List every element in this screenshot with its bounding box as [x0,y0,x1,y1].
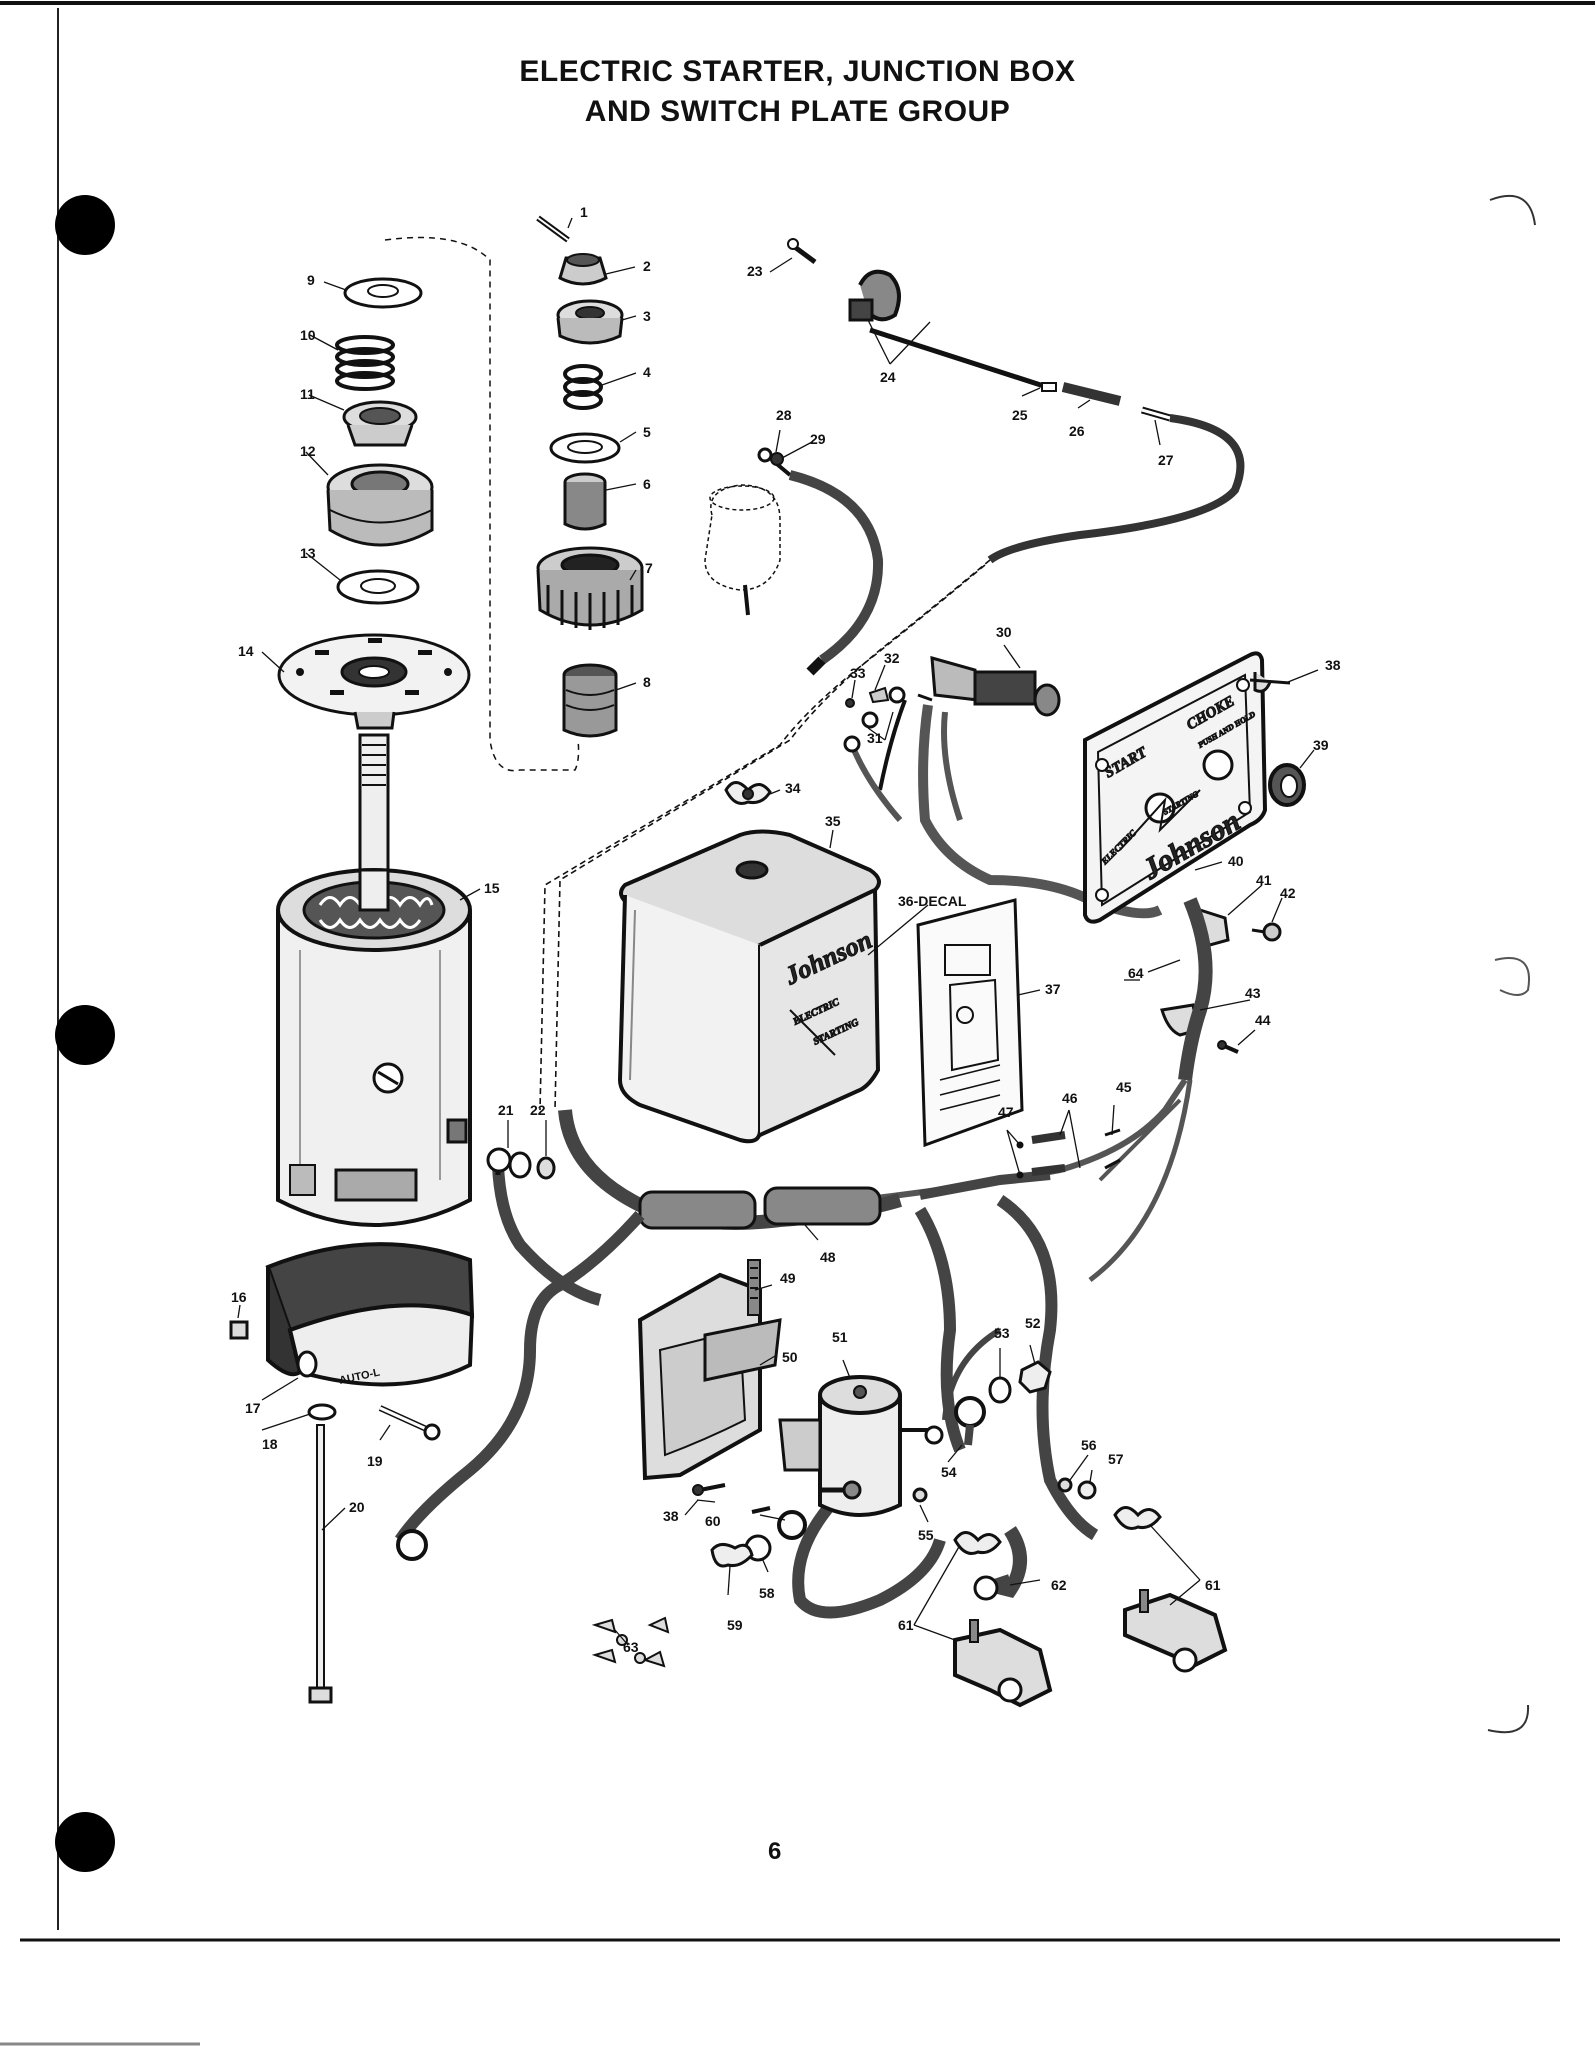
callout-30: 30 [996,624,1012,640]
callout-57: 57 [1108,1451,1124,1467]
callout-25: 25 [1012,407,1028,423]
battery-clamps [591,1506,1228,1708]
coil-and-ground-lead [704,447,884,676]
callout-23: 23 [747,263,763,279]
title-line-2: AND SWITCH PLATE GROUP [584,95,1011,128]
callout-16: 16 [231,1289,247,1305]
page-number: 6 [768,1838,782,1865]
callout-8: 8 [643,674,651,690]
callout-38-bottom: 38 [663,1508,679,1524]
callout-15: 15 [484,880,500,896]
callout-7: 7 [645,560,653,576]
callout-49: 49 [780,1270,796,1286]
callout-50: 50 [782,1349,798,1365]
callout-13: 13 [300,545,316,561]
callout-26: 26 [1069,423,1085,439]
callout-leaders [237,217,1319,1646]
callout-31: 31 [867,730,883,746]
callout-1: 1 [580,204,588,220]
callout-51: 51 [832,1329,848,1345]
callout-21: 21 [498,1102,514,1118]
callout-42: 42 [1280,885,1296,901]
callout-48: 48 [820,1249,836,1265]
callout-56: 56 [1081,1437,1097,1453]
binder-hole-middle [55,1005,115,1065]
callout-9: 9 [307,272,315,288]
callout-24: 24 [880,369,896,385]
callout-55: 55 [918,1527,934,1543]
callout-61-left: 61 [898,1617,914,1633]
callout-43: 43 [1245,985,1261,1001]
callout-22: 22 [530,1102,546,1118]
callout-5: 5 [643,424,651,440]
callout-46: 46 [1062,1090,1078,1106]
callout-10: 10 [300,327,316,343]
binder-holes [55,195,1536,1872]
callout-52: 52 [1025,1315,1041,1331]
callout-37: 37 [1045,981,1061,997]
callout-6: 6 [643,476,651,492]
callout-4: 4 [643,364,651,380]
callout-61-right: 61 [1205,1577,1221,1593]
callout-40: 40 [1228,853,1244,869]
callout-62: 62 [1051,1577,1067,1593]
callout-35: 35 [825,813,841,829]
callout-20: 20 [349,1499,365,1515]
callout-47: 47 [998,1104,1014,1120]
callout-63: 63 [623,1639,639,1655]
callout-34: 34 [785,780,801,796]
callout-33: 33 [850,665,866,681]
callout-38-top: 38 [1325,657,1341,673]
callout-44: 44 [1255,1012,1271,1028]
callout-41: 41 [1256,872,1272,888]
callout-11: 11 [300,386,315,402]
callout-59: 59 [727,1617,743,1633]
callout-64: 64 [1128,965,1144,981]
page-title: ELECTRIC STARTER, JUNCTION BOX AND SWITC… [0,52,1595,132]
title-line-1: ELECTRIC STARTER, JUNCTION BOX [519,55,1076,88]
bendix-drive-parts [536,215,644,738]
junction-box: Johnson ELECTRIC STARTING [617,829,881,1144]
starter-drive-stack [229,236,580,1704]
callout-12: 12 [300,443,316,459]
wiring-harness [395,897,1213,1619]
choke-cable-assembly [539,238,1245,1111]
callout-32: 32 [884,650,900,666]
callout-29: 29 [810,431,826,447]
solenoid-assembly [637,1259,1097,1568]
callout-18: 18 [262,1436,278,1452]
callout-58: 58 [759,1585,775,1601]
switch-plate: START CHOKE PUSH AND HOLD ELECTRIC START… [1083,651,1268,924]
binder-hole-bottom [55,1812,115,1872]
callout-45: 45 [1116,1079,1132,1095]
harness-terminals [396,1128,1121,1561]
wiring-decal [916,898,1024,1148]
callout-labels: 1 2 3 4 5 6 7 8 9 10 11 12 13 14 15 16 1… [231,204,1341,1655]
callout-54: 54 [941,1464,957,1480]
callout-19: 19 [367,1453,383,1469]
callout-53: 53 [994,1325,1010,1341]
callout-60: 60 [705,1513,721,1529]
callout-28: 28 [776,407,792,423]
binder-hole-top [55,195,115,255]
callout-27: 27 [1158,452,1174,468]
callout-39: 39 [1313,737,1329,753]
callout-14: 14 [238,643,254,659]
callout-36-decal: 36-DECAL [898,893,967,909]
callout-2: 2 [643,258,651,274]
callout-3: 3 [643,308,651,324]
wing-nut-34 [724,781,772,805]
callout-17: 17 [245,1400,261,1416]
